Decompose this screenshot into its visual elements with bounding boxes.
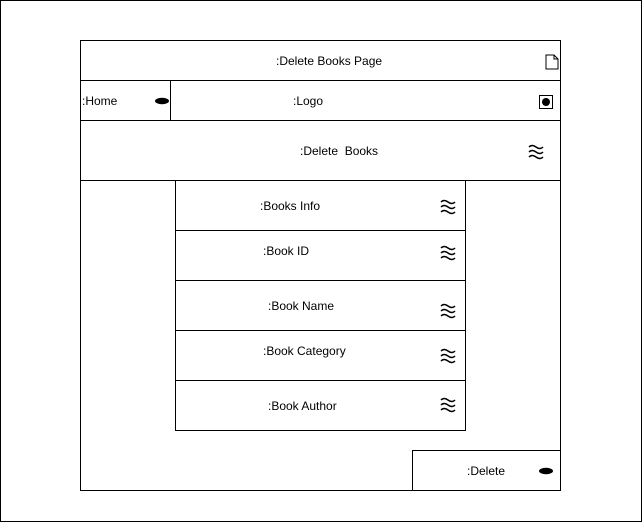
home-button[interactable]: :Home: [80, 80, 171, 121]
button-icon: [539, 467, 553, 475]
form-field-books-info: :Books Info: [175, 180, 466, 231]
panel-icon: [440, 245, 456, 261]
image-icon: [539, 95, 553, 109]
delete-button[interactable]: :Delete: [412, 450, 561, 491]
form-field-book-author[interactable]: :Book Author: [175, 380, 466, 431]
form-field-label: :Book Name: [268, 299, 335, 313]
page-title: :Delete Books Page: [276, 54, 383, 68]
logo-label: :Logo: [293, 94, 324, 108]
form-field-label: :Book ID: [263, 244, 310, 258]
panel-icon: [440, 303, 456, 319]
page-icon: [545, 54, 559, 70]
panel-icon: [440, 348, 456, 364]
form-field-book-id[interactable]: :Book ID: [175, 230, 466, 281]
form-field-label: :Books Info: [260, 199, 321, 213]
delete-button-label: :Delete: [467, 464, 506, 478]
form-field-book-category[interactable]: :Book Category: [175, 330, 466, 381]
form-field-label: :Book Author: [268, 399, 337, 413]
logo-area: :Logo: [170, 80, 561, 121]
button-icon: [155, 97, 169, 105]
form-field-label: :Book Category: [263, 344, 346, 358]
section-title: :Delete Books: [300, 144, 379, 158]
page-title-bar: :Delete Books Page: [80, 40, 561, 81]
panel-icon: [528, 144, 544, 160]
panel-icon: [440, 199, 456, 215]
home-button-label: :Home: [82, 94, 118, 108]
form-field-book-name[interactable]: :Book Name: [175, 280, 466, 331]
panel-icon: [440, 397, 456, 413]
section-header: :Delete Books: [80, 120, 561, 181]
